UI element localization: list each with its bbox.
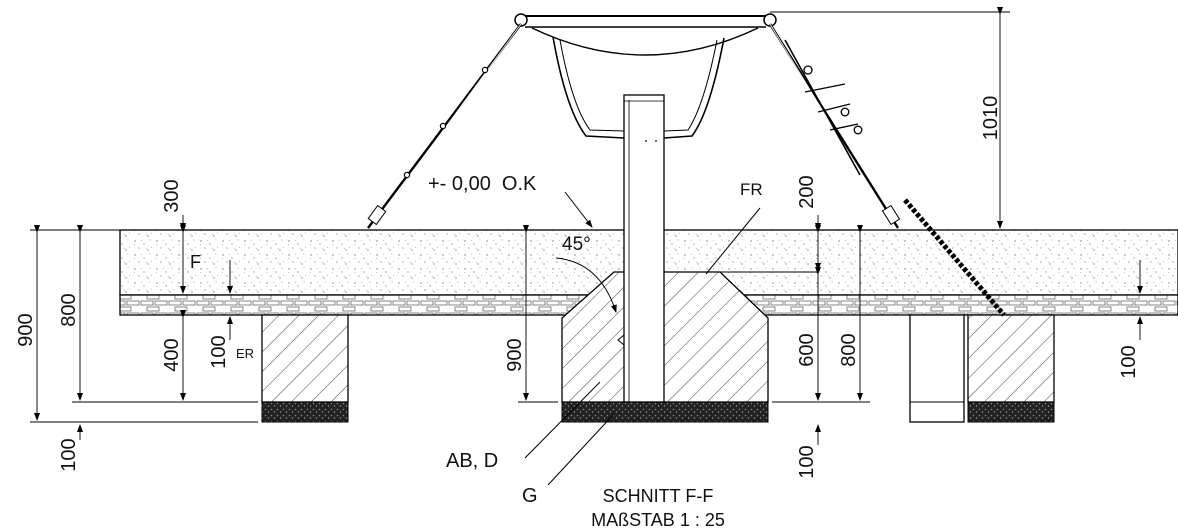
bowl — [531, 27, 759, 56]
dim-100-right-label: 100 — [1118, 345, 1140, 378]
scale-label: MAßSTAB 1 : 25 — [591, 510, 725, 530]
abd-leader — [524, 381, 601, 459]
left-cable-anchor — [367, 204, 387, 226]
dim-900-center-label: 900 — [504, 338, 526, 371]
bolt — [655, 140, 657, 142]
left-arm-inner — [559, 39, 625, 132]
dim-100-center-bottom-label: 100 — [796, 445, 818, 478]
right-arm — [663, 37, 725, 139]
right-ladder-rung — [829, 123, 859, 131]
g-label: G — [522, 485, 538, 507]
dim-900-left-label: 900 — [15, 313, 37, 346]
dim-800-right-label: 800 — [838, 333, 860, 366]
right-cable — [768, 23, 900, 229]
g-leader — [547, 413, 615, 486]
right-footing — [967, 314, 1055, 403]
dim-100-bottom-left-label: 100 — [58, 438, 80, 471]
right-cable-anchor — [881, 204, 901, 226]
right-ladder — [784, 39, 861, 176]
ground-chain — [903, 198, 1006, 317]
left-cable-link — [403, 171, 411, 179]
right-cable-link — [803, 65, 813, 75]
right-arm-inner — [663, 39, 718, 132]
right-gravel — [967, 401, 1055, 423]
right-ladder-rung — [817, 103, 851, 113]
central-foundation — [561, 271, 769, 403]
ok-level-label: +- 0,00 O.K — [428, 173, 537, 195]
left-arm — [552, 36, 625, 139]
f-label: F — [190, 252, 201, 272]
left-gravel — [261, 401, 349, 423]
ok-leader — [564, 191, 593, 228]
left-cable-link — [481, 66, 489, 74]
er-label: ER — [236, 346, 254, 361]
right-footing-plain — [909, 314, 965, 423]
right-cable-link — [853, 125, 863, 135]
right-ladder-rung — [804, 83, 846, 93]
fr-leader — [705, 207, 761, 275]
dim-1010-label: 1010 — [980, 96, 1002, 141]
fr-label: FR — [740, 180, 763, 199]
dim-300-label: 300 — [161, 179, 183, 212]
left-cable-inner — [371, 23, 522, 229]
angle-arc — [555, 257, 617, 313]
section-title: SCHNITT F-F — [603, 486, 714, 506]
ab-d-label: AB, D — [446, 450, 498, 472]
central-gravel — [561, 401, 769, 423]
post — [623, 94, 665, 403]
dim-400-label: 400 — [161, 338, 183, 371]
dim-800-left-label: 800 — [58, 293, 80, 326]
dim-100-er-label: 100 — [208, 335, 230, 368]
left-cable-link — [439, 122, 447, 130]
right-cable-link — [840, 107, 850, 117]
left-footing — [261, 314, 349, 403]
bolt — [645, 140, 647, 142]
post-notch — [617, 334, 625, 346]
dim-600-label: 600 — [796, 333, 818, 366]
dim-200-label: 200 — [796, 175, 818, 208]
angle-label: 45° — [562, 234, 591, 255]
